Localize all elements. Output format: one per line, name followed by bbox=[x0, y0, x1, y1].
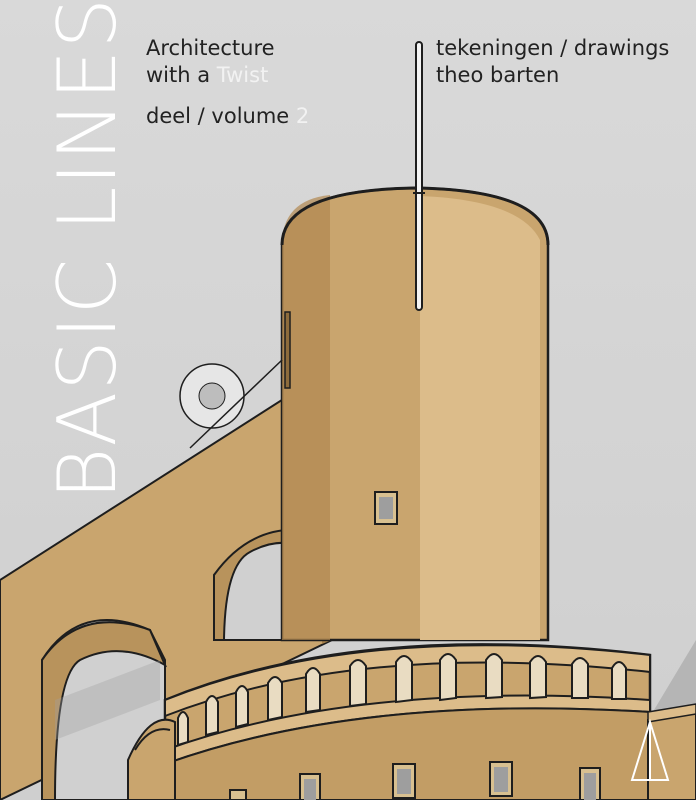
flag-pole bbox=[413, 41, 425, 311]
subtitle-line-1: Architecture bbox=[146, 36, 275, 60]
subtitle-line-2: with a Twist bbox=[146, 62, 268, 89]
satellite-dish bbox=[179, 359, 283, 449]
volume-number: 2 bbox=[295, 104, 310, 128]
round-tower bbox=[280, 186, 550, 642]
subtitle-prefix: with a bbox=[146, 63, 217, 87]
publisher-logo bbox=[630, 718, 670, 781]
volume-prefix: deel / volume bbox=[146, 104, 296, 128]
credit-line-2: theo barten bbox=[436, 63, 560, 87]
credit-line-1: tekeningen / drawings bbox=[436, 36, 670, 60]
volume-line: deel / volume 2 bbox=[146, 103, 309, 130]
lower-windows bbox=[229, 761, 601, 800]
lower-drum bbox=[127, 643, 652, 800]
series-title: BASIC LINES bbox=[41, 0, 134, 500]
right-wing bbox=[647, 703, 696, 800]
subtitle-accent: Twist bbox=[216, 63, 269, 87]
